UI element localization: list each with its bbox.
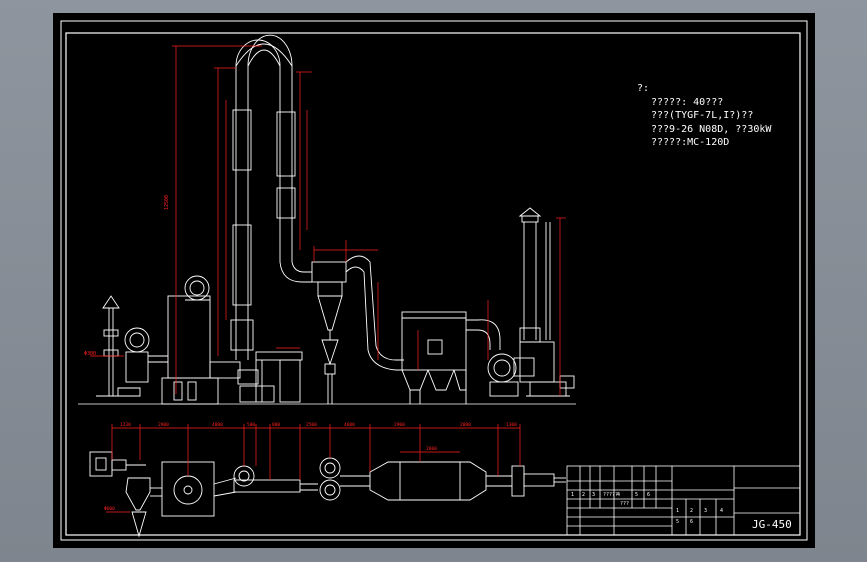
svg-text:2500: 2500 [306, 422, 317, 428]
svg-text:4800: 4800 [212, 422, 223, 428]
drawing-number: JG-450 [752, 518, 792, 531]
elevation-dim-text: Φ300 12500 [84, 195, 170, 357]
outer-frame [60, 20, 808, 541]
svg-text:3: 3 [704, 508, 707, 514]
svg-text:5: 5 [635, 492, 638, 498]
svg-text:1230: 1230 [120, 422, 131, 428]
title-block-text: 1 2 3 ????? 4 5 6 ??? 1 2 3 4 5 6 [571, 492, 723, 525]
svg-text:800: 800 [272, 422, 280, 428]
svg-text:?????: ????? [603, 492, 618, 498]
svg-text:2900: 2900 [158, 422, 169, 428]
svg-text:2: 2 [582, 492, 585, 498]
note-line-1: ?????: 40??? [651, 96, 724, 108]
dim-left-valve: Φ300 [84, 351, 96, 357]
note-line-3: ???9-26 N08D, ??30kW [651, 123, 772, 135]
note-line-4: ?????:MC-120D [651, 137, 730, 148]
plan-view [89, 451, 566, 538]
svg-text:5: 5 [676, 519, 679, 525]
svg-text:3: 3 [592, 492, 595, 498]
svg-text:1300: 1300 [506, 422, 517, 428]
svg-text:???: ??? [620, 501, 629, 507]
elevation-dimensions [90, 45, 566, 396]
svg-text:6: 6 [690, 519, 693, 525]
dim-total-height: 12500 [164, 195, 170, 210]
stack-cap [102, 295, 120, 309]
plan-dim-text: 1230 2900 4800 500 800 2500 4600 2900 28… [104, 422, 517, 512]
inner-frame [65, 32, 801, 536]
svg-text:2: 2 [690, 508, 693, 514]
svg-text:1: 1 [676, 508, 679, 514]
dim-main-width: 2600 [426, 446, 437, 452]
drawing-sheet [53, 13, 815, 548]
svg-text:6: 6 [647, 492, 650, 498]
svg-text:4: 4 [720, 508, 723, 514]
elevation-view [96, 34, 575, 405]
svg-text:2900: 2900 [394, 422, 405, 428]
note-line-2: ???(TYGF-7L,I?)?? [651, 110, 754, 121]
plan-dimensions [106, 424, 521, 513]
svg-text:4600: 4600 [344, 422, 355, 428]
svg-text:1: 1 [571, 492, 574, 498]
svg-text:4: 4 [617, 492, 620, 498]
title-block [566, 465, 801, 536]
svg-text:2800: 2800 [460, 422, 471, 428]
svg-text:500: 500 [247, 422, 255, 428]
notes-heading: ?: [637, 83, 650, 94]
technical-notes: ?: ?????: 40??? ???(TYGF-7L,I?)?? ???9-2… [637, 82, 771, 150]
dim-lower-left: Φ600 [104, 506, 115, 512]
